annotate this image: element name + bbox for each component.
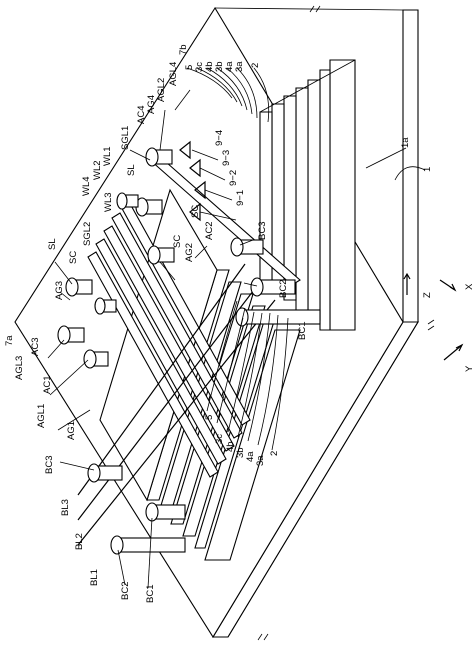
label-3c-bottom: 3c	[214, 434, 225, 444]
label-9-3: 9−3	[221, 150, 232, 166]
label-7a: 7a	[4, 335, 15, 346]
labels: 1a 1 Z X Y 5 3c 4b 3b 4a 3a 2 AGL4 7b AG…	[4, 44, 474, 603]
label-bl1: BL1	[89, 569, 100, 586]
label-ac3: AC3	[30, 338, 41, 356]
label-4b-bottom: 4b	[225, 441, 236, 452]
label-2-top: 2	[250, 63, 261, 68]
label-sl-top: SL	[126, 164, 137, 176]
label-bc1-bottom: BC1	[145, 585, 156, 603]
label-5-bottom: 5	[204, 415, 215, 420]
label-ac4: AC4	[136, 106, 147, 124]
label-4a-top: 4a	[224, 61, 235, 72]
label-sgl2: SGL2	[82, 222, 93, 246]
label-bc1-top: BC1	[297, 322, 308, 340]
bit-line-3	[77, 263, 246, 496]
label-7b: 7b	[178, 44, 189, 55]
label-agl2: AGL2	[156, 78, 167, 102]
label-sc-mid: SC	[172, 235, 183, 248]
label-3a-top: 3a	[234, 61, 245, 72]
leader-lines	[47, 67, 426, 589]
label-bc2-top: BC2	[278, 280, 289, 298]
label-3c-top: 3c	[194, 62, 205, 72]
label-axis-x: X	[464, 283, 474, 290]
label-1a: 1a	[400, 137, 411, 148]
label-sgl1: SGL1	[120, 126, 131, 150]
label-bl2: BL2	[74, 533, 85, 550]
label-ag2: AG2	[184, 243, 195, 262]
substrate-front-right-face	[402, 9, 419, 323]
label-4b-top: 4b	[204, 61, 215, 72]
label-bc3-left: BC3	[44, 456, 55, 474]
label-ag4: AG4	[146, 95, 157, 114]
label-ac2: AC2	[204, 222, 215, 240]
label-wl4: WL4	[81, 176, 92, 196]
select-gate-line-2	[87, 251, 219, 478]
label-ac1: AC1	[42, 376, 53, 394]
bit-line-1	[77, 299, 276, 546]
label-3a-bottom: 3a	[255, 455, 266, 466]
label-axis-z: Z	[422, 292, 433, 298]
label-5-top: 5	[184, 65, 195, 70]
label-3b-bottom: 3b	[235, 447, 246, 458]
pillar-9-4-arrow	[179, 140, 191, 160]
label-4a-bottom: 4a	[245, 451, 256, 462]
word-line-3	[103, 225, 235, 452]
label-agl1: AGL1	[36, 404, 47, 428]
label-wl3: WL3	[103, 192, 114, 212]
break-mark-bottom	[257, 633, 269, 641]
label-sc-top: SC	[190, 205, 201, 218]
label-3b-top: 3b	[214, 61, 225, 72]
label-bc3-top: BC3	[257, 222, 268, 240]
label-bc2-bottom: BC2	[120, 582, 131, 600]
label-sc-left: SC	[68, 251, 79, 264]
label-bl3: BL3	[60, 499, 71, 516]
axis-indicator	[403, 272, 464, 361]
break-mark-right	[427, 319, 435, 331]
contacts	[57, 147, 321, 555]
break-mark-top	[309, 5, 321, 13]
label-ag1: AG1	[66, 421, 77, 440]
label-agl3: AGL3	[14, 356, 25, 380]
label-9-2: 9−2	[228, 170, 239, 186]
label-axis-y: Y	[464, 365, 474, 372]
label-1: 1	[422, 167, 433, 172]
label-2-bottom: 2	[269, 451, 280, 456]
left-stack	[99, 188, 301, 561]
label-wl1: WL1	[102, 146, 113, 166]
label-ag3: AG3	[54, 281, 65, 300]
label-9-4: 9−4	[214, 130, 225, 146]
label-wl2: WL2	[92, 160, 103, 180]
label-agl4: AGL4	[168, 62, 179, 86]
label-9-1: 9−1	[235, 190, 246, 206]
label-sl-left: SL	[47, 238, 58, 250]
